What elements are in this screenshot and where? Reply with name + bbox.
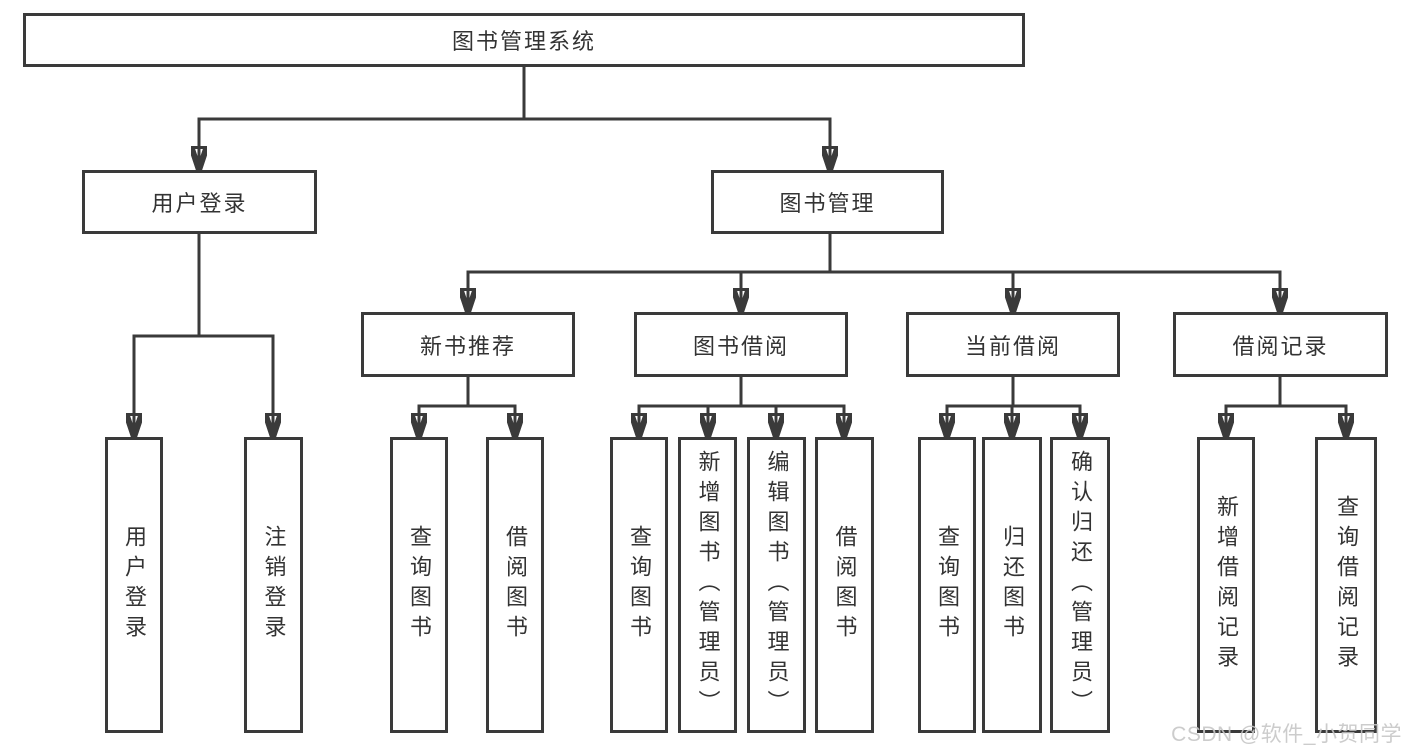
node-leaf-query-books-borrow: 查询图书 xyxy=(610,437,668,733)
node-current-borrowing: 当前借阅 xyxy=(906,312,1120,377)
node-leaf-confirm-return-admin: 确认归还（管理员） xyxy=(1050,437,1110,733)
leaf-label: 查询图书 xyxy=(935,525,960,645)
leaf-label: 借阅图书 xyxy=(503,525,528,645)
leaf-label: 注销登录 xyxy=(261,525,287,645)
node-user-login: 用户登录 xyxy=(82,170,317,234)
csdn-watermark: CSDN @软件_小贺同学 xyxy=(1171,723,1402,746)
node-leaf-return-books: 归还图书 xyxy=(982,437,1042,733)
leaf-label: 编辑图书（管理员） xyxy=(764,450,790,720)
leaf-label: 查询借阅记录 xyxy=(1334,495,1359,675)
node-leaf-query-books-current: 查询图书 xyxy=(918,437,976,733)
node-root-system: 图书管理系统 xyxy=(23,13,1025,67)
leaf-label: 借阅图书 xyxy=(832,525,858,645)
leaf-label: 新增借阅记录 xyxy=(1214,495,1239,675)
node-leaf-borrow-books-recommend: 借阅图书 xyxy=(486,437,544,733)
node-leaf-query-books-recommend: 查询图书 xyxy=(390,437,448,733)
node-leaf-logout: 注销登录 xyxy=(244,437,303,733)
node-borrowing-records: 借阅记录 xyxy=(1173,312,1388,377)
node-leaf-edit-books-admin: 编辑图书（管理员） xyxy=(747,437,806,733)
node-leaf-add-books-admin: 新增图书（管理员） xyxy=(678,437,737,733)
leaf-label: 用户登录 xyxy=(122,525,147,645)
leaf-label: 新增图书（管理员） xyxy=(695,450,721,720)
leaf-label: 归还图书 xyxy=(1000,525,1025,645)
node-book-borrowing: 图书借阅 xyxy=(634,312,848,377)
node-new-book-recommendation: 新书推荐 xyxy=(361,312,575,377)
node-leaf-add-borrow-record: 新增借阅记录 xyxy=(1197,437,1255,733)
node-book-management: 图书管理 xyxy=(711,170,944,234)
node-leaf-user-login: 用户登录 xyxy=(105,437,163,733)
node-leaf-borrow-books: 借阅图书 xyxy=(815,437,874,733)
leaf-label: 确认归还（管理员） xyxy=(1068,450,1093,720)
leaf-label: 查询图书 xyxy=(407,525,432,645)
leaf-label: 查询图书 xyxy=(627,525,652,645)
node-leaf-query-borrow-record: 查询借阅记录 xyxy=(1315,437,1377,733)
